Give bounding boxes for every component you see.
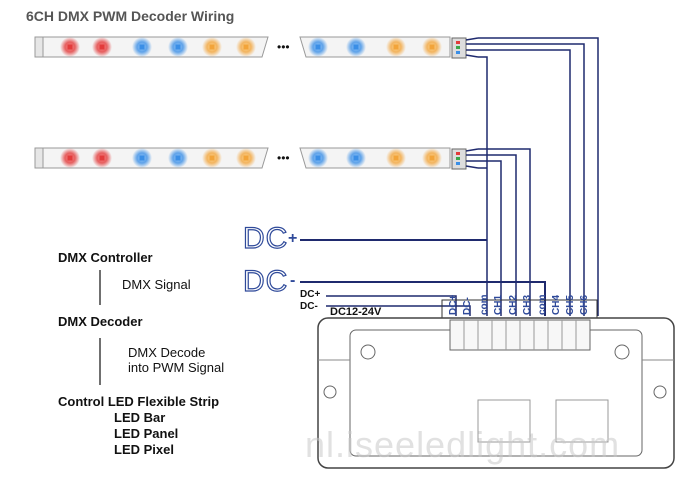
led-chip [175, 44, 181, 50]
flow-led-bar: LED Bar [114, 410, 166, 425]
led-chip [429, 155, 435, 161]
led-dots-1 [60, 37, 442, 57]
led-chip [393, 44, 399, 50]
flow-led-pixel: LED Pixel [114, 442, 174, 457]
wires-strip-2 [478, 148, 531, 316]
strip-2-ellipsis: ••• [277, 151, 290, 165]
led-chip [67, 155, 73, 161]
led-dots-2 [60, 148, 442, 168]
led-chip [353, 155, 359, 161]
terminal-com-1: com [479, 294, 490, 315]
led-chip [209, 155, 215, 161]
flow-control-strip: Control LED Flexible Strip [58, 394, 220, 409]
voltage-label: DC12-24V [330, 306, 382, 318]
flow-decode-line1: DMX Decode [128, 345, 206, 360]
terminal-ch4: CH4 [551, 294, 562, 315]
led-strip-2: ••• [34, 147, 479, 170]
led-chip [393, 155, 399, 161]
led-chip [99, 155, 105, 161]
terminal-ch1: CH1 [493, 294, 504, 315]
wire-label-dc-plus: DC+ [300, 289, 321, 300]
led-chip [209, 44, 215, 50]
led-chip [429, 44, 435, 50]
dc-minus-label: DC [242, 264, 289, 298]
terminal-ch5: CH5 [565, 294, 576, 315]
led-chip [315, 155, 321, 161]
led-chip [353, 44, 359, 50]
dc-minus-sign: - [290, 272, 296, 289]
led-chip [243, 155, 249, 161]
dc-plus-sign: + [288, 230, 298, 247]
dc-wires [300, 239, 546, 316]
wire-label-dc-minus: DC- [300, 301, 318, 312]
decoder-input-wires [326, 295, 471, 316]
strip-1-ellipsis: ••• [277, 40, 290, 54]
decoder-box [317, 299, 675, 469]
terminal-ch3: CH3 [522, 294, 533, 315]
diagram-title: 6CH DMX PWM Decoder Wiring [26, 8, 235, 24]
flow-dmx-signal: DMX Signal [122, 277, 191, 292]
led-chip [67, 44, 73, 50]
flow-dmx-decoder: DMX Decoder [58, 314, 143, 329]
terminal-dc-minus: DC- [462, 297, 473, 315]
led-chip [139, 44, 145, 50]
flow-dmx-controller: DMX Controller [58, 250, 153, 265]
led-chip [243, 44, 249, 50]
led-strip-1: ••• [34, 36, 479, 59]
dc-plus-label: DC [242, 221, 289, 255]
terminal-dc-plus: DC+ [448, 294, 459, 315]
watermark: nl.iseeledlight.com [305, 424, 621, 465]
terminal-ch6: CH6 [579, 294, 590, 315]
led-chip [139, 155, 145, 161]
terminal-com-2: com [537, 294, 548, 315]
flow-decode-line2: into PWM Signal [128, 360, 225, 375]
terminal-ch2: CH2 [508, 294, 519, 315]
led-chip [99, 44, 105, 50]
led-chip [315, 44, 321, 50]
led-chip [175, 155, 181, 161]
flow-led-panel: LED Panel [114, 426, 179, 441]
wires-strip-1 [478, 37, 599, 316]
